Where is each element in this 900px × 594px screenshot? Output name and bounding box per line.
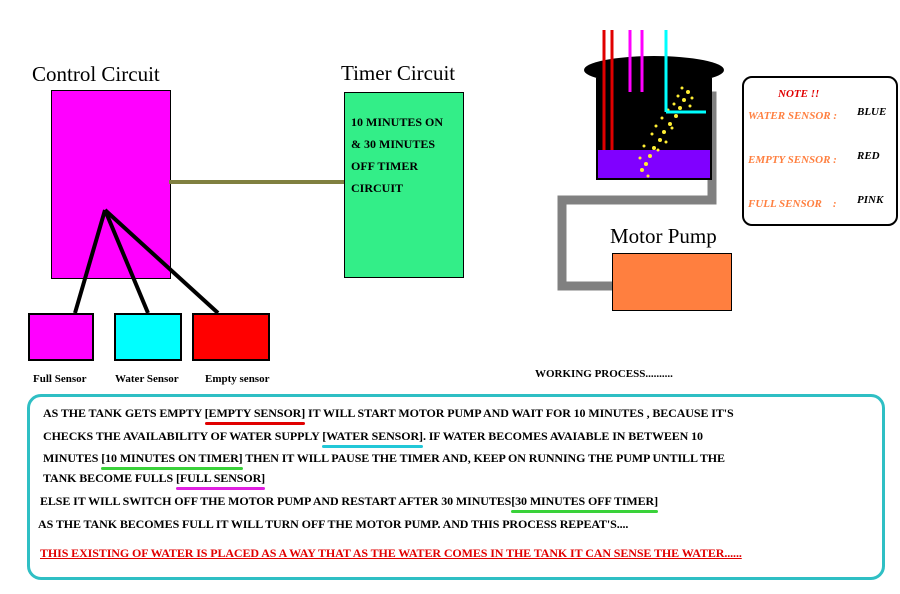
empty-sensor-box: [192, 313, 270, 361]
water-splash: [638, 86, 694, 178]
note-full-value: PINK: [857, 194, 884, 206]
off-timer-tag: [30 MINUTES OFF TIMER]: [511, 494, 659, 513]
water-sensor-box: [114, 313, 182, 361]
water-sensor-label: Water Sensor: [115, 373, 179, 385]
timer-circuit-text: 10 MINUTES ON & 30 MINUTES OFF TIMER CIR…: [351, 115, 444, 195]
note-full-label: FULL SENSOR :: [748, 198, 837, 210]
process-line-7: THIS EXISTING OF WATER IS PLACED AS A WA…: [40, 546, 742, 560]
timer-circuit-title: Timer Circuit: [341, 61, 456, 85]
timer-circuit-box: 10 MINUTES ON & 30 MINUTES OFF TIMER CIR…: [344, 92, 464, 278]
tank-water: [598, 150, 710, 178]
working-process-heading: WORKING PROCESS..........: [535, 368, 673, 380]
note-water-value: BLUE: [857, 106, 887, 118]
process-line-1: AS THE TANK GETS EMPTY [EMPTY SENSOR] IT…: [43, 406, 734, 425]
empty-sensor-label: Empty sensor: [205, 373, 270, 385]
control-circuit-title: Control Circuit: [32, 62, 160, 86]
full-sensor-tag: [FULL SENSOR]: [176, 471, 266, 490]
process-line-2: CHECKS THE AVAILABILITY OF WATER SUPPLY …: [43, 429, 703, 448]
note-empty-label: EMPTY SENSOR :: [748, 154, 837, 166]
motor-pump-title: Motor Pump: [610, 224, 717, 248]
process-line-4: TANK BECOME FULLS [FULL SENSOR]: [43, 471, 266, 490]
control-circuit-box: [51, 90, 171, 279]
water-sensor-wire: [103, 209, 150, 314]
water-sensor-tag: [WATER SENSOR]: [322, 429, 423, 448]
motor-pump-box: [612, 253, 732, 311]
process-line-6: AS THE TANK BECOMES FULL IT WILL TURN OF…: [38, 517, 629, 531]
note-empty-value: RED: [857, 150, 880, 162]
full-sensor-box: [28, 313, 94, 361]
full-sensor-wire: [73, 209, 107, 314]
note-legend: NOTE !! WATER SENSOR : BLUE EMPTY SENSOR…: [742, 76, 898, 226]
full-sensor-label: Full Sensor: [33, 373, 87, 385]
process-line-5: ELSE IT WILL SWITCH OFF THE MOTOR PUMP A…: [40, 494, 659, 513]
on-timer-tag: [10 MINUTES ON TIMER]: [101, 451, 243, 470]
working-process-box: [27, 394, 885, 580]
note-title: NOTE !!: [778, 88, 820, 100]
empty-sensor-tag: [EMPTY SENSOR]: [204, 406, 306, 425]
process-line-3: MINUTES [10 MINUTES ON TIMER] THEN IT WI…: [43, 451, 725, 470]
tank-lid: [584, 56, 724, 84]
empty-sensor-wire: [103, 208, 220, 315]
note-water-label: WATER SENSOR :: [748, 110, 838, 122]
